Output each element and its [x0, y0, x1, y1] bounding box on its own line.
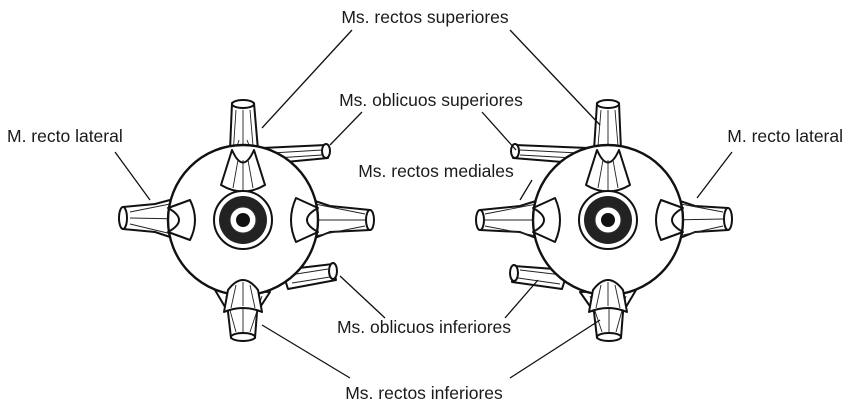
right-eye	[476, 100, 732, 341]
label-superior-obliques: Ms. oblicuos superiores	[339, 90, 523, 110]
label-lateral-rectus-left: M. recto lateral	[7, 126, 123, 146]
label-lateral-rectus-right: M. recto lateral	[727, 126, 843, 146]
right-cornea	[579, 191, 637, 249]
left-cornea	[214, 191, 272, 249]
label-superior-recti: Ms. rectos superiores	[341, 7, 509, 27]
left-eye	[119, 100, 374, 341]
label-medial-recti: Ms. rectos mediales	[358, 161, 514, 181]
label-inferior-obliques: Ms. oblicuos inferiores	[337, 317, 511, 337]
label-inferior-recti: Ms. rectos inferiores	[345, 383, 503, 403]
